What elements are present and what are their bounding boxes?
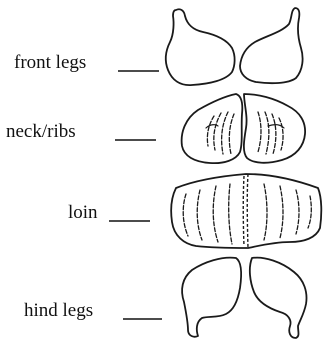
front-leg-left xyxy=(166,9,235,85)
loin-spine-line xyxy=(247,174,248,248)
loin-spine-line-2 xyxy=(243,176,244,246)
hind-leg-left xyxy=(182,258,241,337)
label-loin-text: loin xyxy=(68,202,98,223)
front-legs-shape xyxy=(166,8,303,85)
label-hind-legs: hind legs xyxy=(24,300,162,321)
neck-ribs-left xyxy=(182,94,243,163)
neck-ribs-right xyxy=(244,94,305,163)
label-neck-ribs-text: neck/ribs xyxy=(6,121,76,142)
label-loin: loin xyxy=(68,202,150,223)
hind-leg-right xyxy=(250,258,307,338)
front-leg-right xyxy=(240,8,303,83)
label-front-legs: front legs xyxy=(14,52,159,73)
label-neck-ribs: neck/ribs xyxy=(6,121,156,142)
loin-shape xyxy=(171,174,321,248)
label-front-legs-text: front legs xyxy=(14,52,86,73)
label-hind-legs-text: hind legs xyxy=(24,300,93,321)
neck-ribs-shape xyxy=(182,94,305,163)
hind-legs-shape xyxy=(182,258,306,338)
